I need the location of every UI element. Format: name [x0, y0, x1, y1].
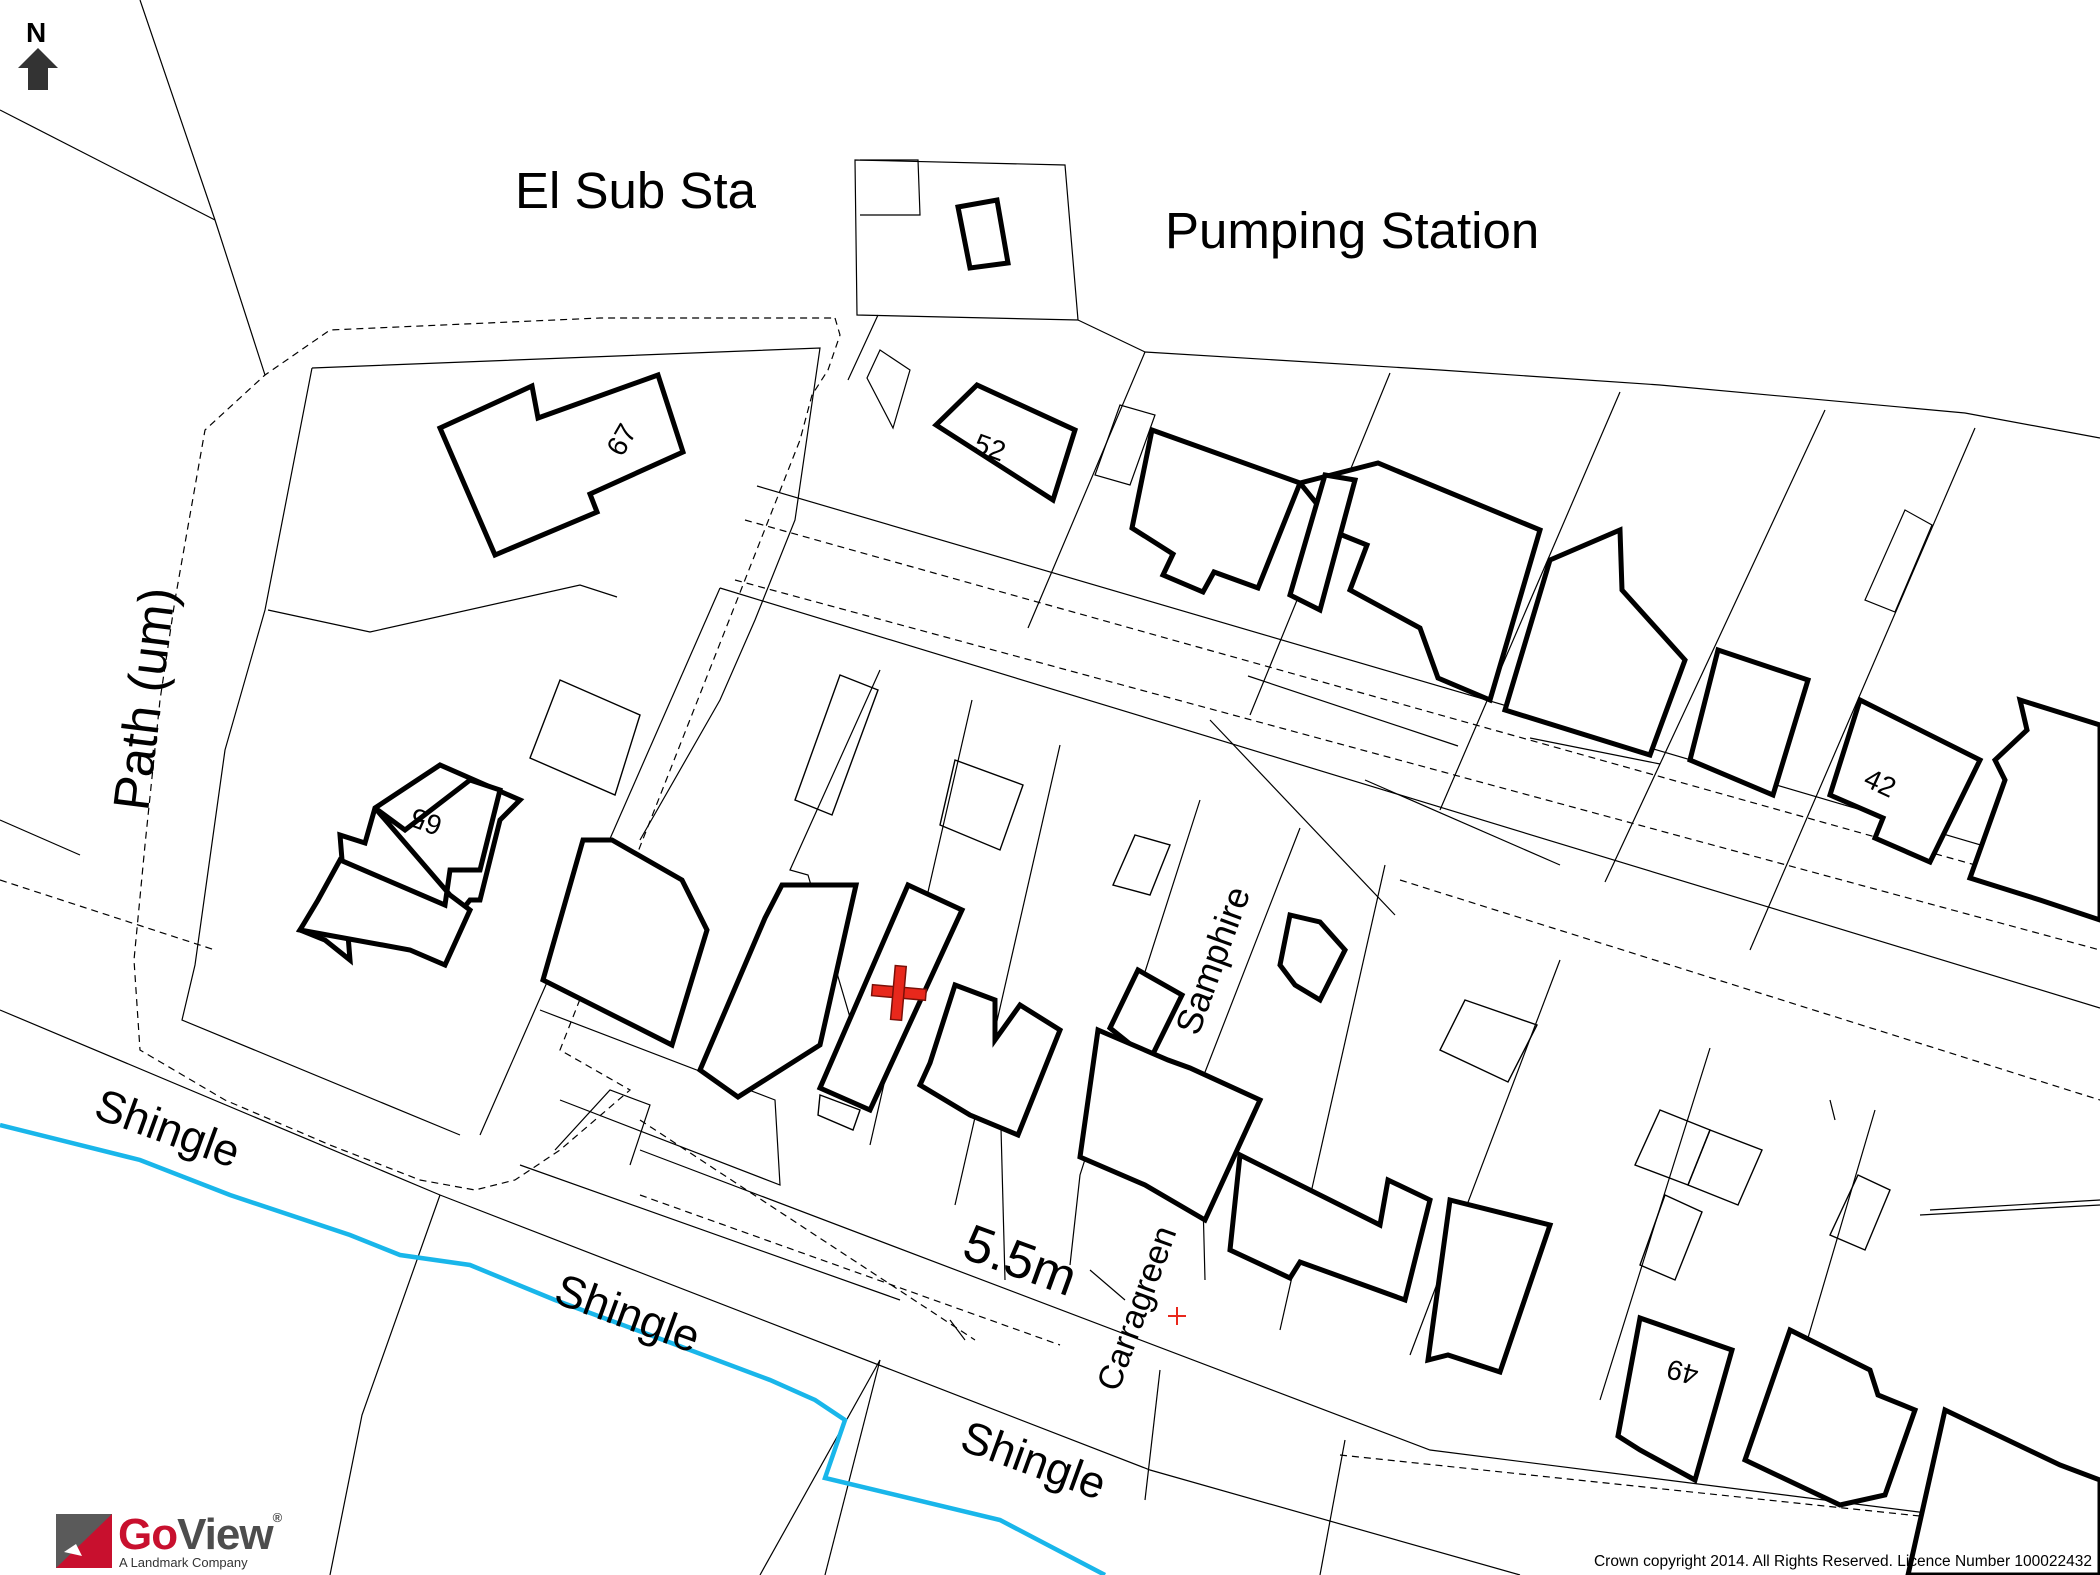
label-samphire: Samphire — [1167, 881, 1258, 1040]
stream-line — [0, 1122, 1107, 1575]
outbuildings — [529, 674, 1891, 1281]
building-e — [1687, 646, 1812, 799]
building-d — [1501, 526, 1688, 759]
building-pump-small — [955, 197, 1011, 271]
building-m — [1227, 1151, 1433, 1304]
label-shingle-2: Shingle — [549, 1263, 708, 1362]
building-l — [1077, 1026, 1264, 1224]
building-c — [1287, 472, 1359, 614]
building-49 — [1615, 1314, 1736, 1484]
building-42 — [1826, 696, 1984, 866]
goview-logo: GoView® A Landmark Company — [56, 1510, 296, 1572]
building-o — [1741, 1326, 1919, 1508]
location-cross-icon — [870, 964, 928, 1022]
building-n — [1425, 1196, 1554, 1376]
buildings — [295, 197, 2100, 1575]
goview-logo-text: GoView® — [118, 1510, 282, 1559]
label-shingle-1: Shingle — [89, 1078, 248, 1177]
building-b — [1295, 460, 1544, 704]
label-el-sub-sta: El Sub Sta — [515, 162, 757, 219]
building-p — [1905, 1406, 2100, 1575]
copyright-notice: Crown copyright 2014. All Rights Reserve… — [1593, 1553, 2092, 1570]
building-f — [1966, 696, 2100, 923]
building-67 — [436, 371, 687, 559]
north-letter: N — [26, 17, 46, 48]
building-i — [916, 981, 1064, 1139]
reference-point-icon — [1168, 1307, 1186, 1325]
label-path: Path (um) — [102, 584, 186, 813]
goview-tagline: A Landmark Company — [119, 1555, 248, 1570]
label-carragreen: Carragreen — [1090, 1221, 1185, 1396]
goview-logo-icon — [56, 1514, 112, 1568]
building-a — [1129, 426, 1304, 596]
building-h — [696, 882, 860, 1101]
building-52 — [932, 382, 1079, 504]
building-65-b — [295, 777, 503, 969]
building-k — [1277, 911, 1348, 1004]
label-pumping-station: Pumping Station — [1165, 202, 1539, 259]
label-distance: 5.5m — [956, 1214, 1084, 1308]
north-arrow-icon: N — [18, 17, 58, 90]
building-g — [540, 837, 710, 1049]
